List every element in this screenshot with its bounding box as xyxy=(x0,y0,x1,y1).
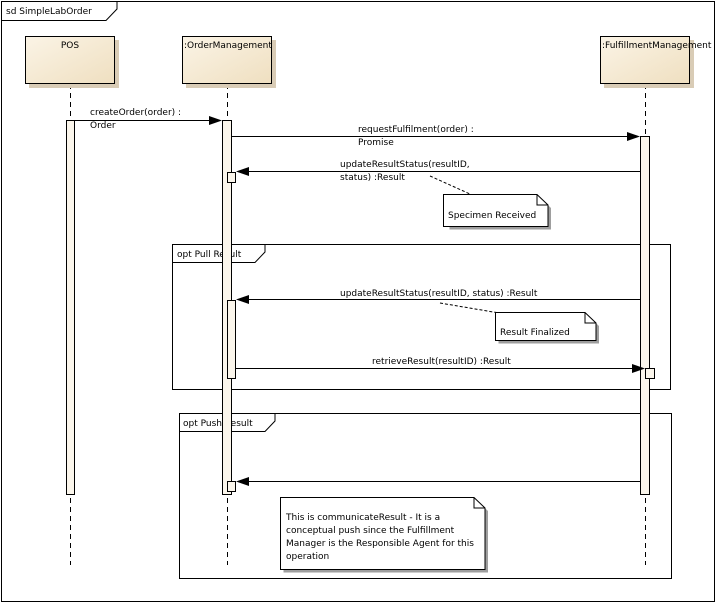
note-text: Result Finalized xyxy=(500,328,570,338)
message-label: updateResultStatus(resultID, status) :Re… xyxy=(340,289,538,299)
message-label: Order xyxy=(90,121,116,131)
arrowhead-icon xyxy=(236,295,249,304)
lifeline-label-fulfillmentmanagement: :FulfillmentManagement xyxy=(602,41,712,51)
note-fold xyxy=(473,497,485,509)
arrowhead-icon xyxy=(236,477,249,486)
activation-bar-ordermanagement-nested xyxy=(227,300,236,379)
message-label: requestFulfilment(order) : xyxy=(358,125,474,135)
lifeline-head-ordermanagement[interactable]: :OrderManagement xyxy=(182,36,277,89)
fragment-frame xyxy=(179,413,672,579)
message-create-order[interactable]: createOrder(order) : Order xyxy=(75,108,222,131)
fragment-pull-result: opt Pull Result xyxy=(172,244,671,390)
message-label: Promise xyxy=(358,138,394,148)
lifeline-box xyxy=(182,36,272,84)
message-retrieve-result[interactable]: retrieveResult(resultID) :Result xyxy=(236,357,645,373)
message-communicate-result[interactable] xyxy=(236,477,640,486)
message-request-fulfilment[interactable]: requestFulfilment(order) : Promise xyxy=(232,125,640,148)
activation-bar-pos xyxy=(66,120,75,495)
fragment-label-pull: opt Pull Result xyxy=(177,250,242,260)
arrowhead-icon xyxy=(236,167,249,176)
lifeline-head-fulfillmentmanagement[interactable]: :FulfillmentManagement xyxy=(600,36,712,89)
activation-bar-fulfillment xyxy=(640,136,650,495)
message-label: retrieveResult(resultID) :Result xyxy=(372,357,511,367)
note-specimen-received[interactable]: Specimen Received xyxy=(443,194,552,230)
fragment-tab xyxy=(172,244,266,263)
note-fold xyxy=(584,312,596,324)
lifeline-box xyxy=(25,36,115,84)
message-update-result-status-2[interactable]: updateResultStatus(resultID, status) :Re… xyxy=(236,289,640,304)
activation-bar-ordermanagement-nested xyxy=(227,172,236,183)
frame-title: sd SimpleLabOrder xyxy=(6,7,92,17)
fragment-frame xyxy=(172,244,671,390)
lifeline-box xyxy=(600,36,690,84)
note-text: Specimen Received xyxy=(448,211,536,221)
fragment-label-push: opt Push Result xyxy=(183,419,253,429)
lifeline-label-pos: POS xyxy=(61,41,80,51)
activation-bar-fulfillment-nested xyxy=(645,368,655,379)
note-text-communicate-result: This is communicateResult - It is a conc… xyxy=(286,513,474,562)
note-result-finalized[interactable]: Result Finalized xyxy=(495,312,600,344)
note-fold xyxy=(536,194,548,206)
message-label: createOrder(order) : xyxy=(90,108,181,118)
note-shape xyxy=(443,194,549,227)
note-shape xyxy=(280,497,486,570)
lifeline-label-ordermanagement: :OrderManagement xyxy=(184,41,272,51)
message-label: status) :Result xyxy=(340,173,405,183)
note-shape xyxy=(495,312,597,341)
note-anchor-line xyxy=(439,302,506,315)
arrowhead-icon xyxy=(627,132,640,141)
message-update-result-status-1[interactable]: updateResultStatus(resultID, status) :Re… xyxy=(236,160,640,183)
activation-bar-ordermanagement-nested xyxy=(227,481,236,492)
arrowhead-icon xyxy=(632,364,645,373)
message-label: updateResultStatus(resultID, xyxy=(340,160,470,170)
frame-title-tab xyxy=(1,1,118,21)
note-anchor-line xyxy=(429,175,471,195)
note-communicate-result[interactable] xyxy=(280,497,489,573)
arrowhead-icon xyxy=(209,116,222,125)
lifeline-head-pos[interactable]: POS xyxy=(25,36,120,89)
